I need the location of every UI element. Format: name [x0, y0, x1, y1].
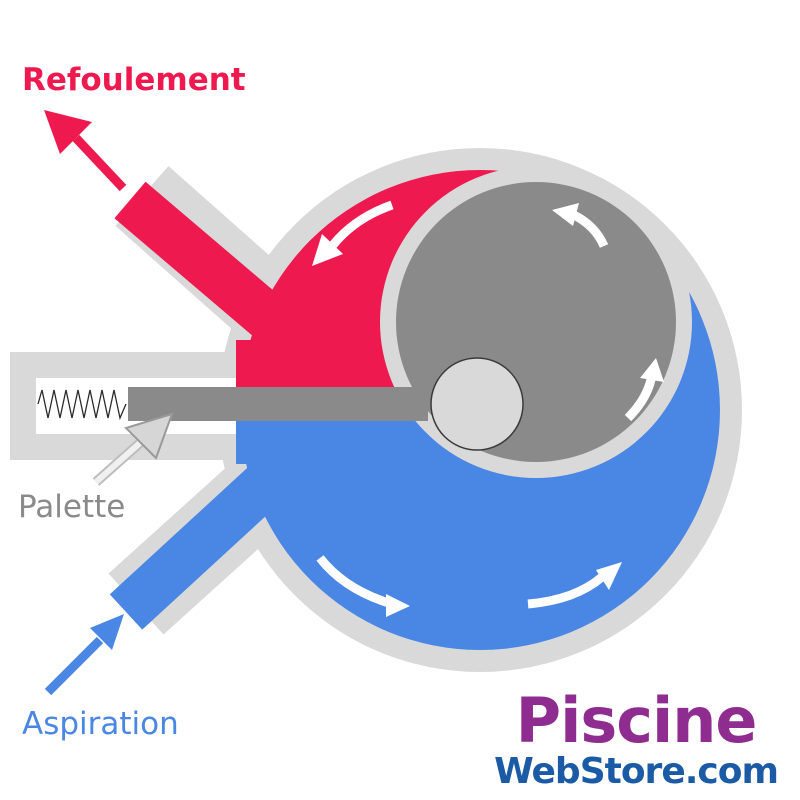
logo-line2: WebStore.com: [494, 751, 779, 792]
flow-arrow-rotor-top: [569, 209, 609, 248]
vane: [128, 387, 428, 421]
flow-arrowhead-rotor-right: [640, 358, 664, 382]
suction-arrow: [44, 614, 124, 696]
vane-pointer-arrow: [92, 412, 174, 486]
flow-arrowhead-bottom-right: [596, 562, 622, 590]
flow-arrowhead-bottom-left: [386, 594, 410, 617]
discharge-arrow: [44, 110, 127, 192]
discharge-chamber-left: [236, 340, 276, 388]
flow-arrowheads: [312, 203, 664, 617]
suction-chamber-left: [236, 420, 276, 464]
vane-pin: [430, 357, 524, 451]
suction-label: Aspiration: [22, 706, 179, 742]
flow-arrowhead-rotor-top: [552, 203, 579, 226]
flow-arrow-top-left: [329, 200, 394, 248]
flow-arrow-bottom-left: [316, 555, 394, 609]
spring: [37, 389, 127, 421]
vane-label: Palette: [18, 489, 126, 525]
discharge-label: Refoulement: [22, 62, 246, 98]
flow-arrow-bottom-right: [527, 573, 605, 609]
flow-arrowhead-top-left: [312, 234, 343, 266]
logo-line1: Piscine: [515, 684, 758, 757]
brand-logo: Piscine WebStore.com: [494, 684, 779, 792]
